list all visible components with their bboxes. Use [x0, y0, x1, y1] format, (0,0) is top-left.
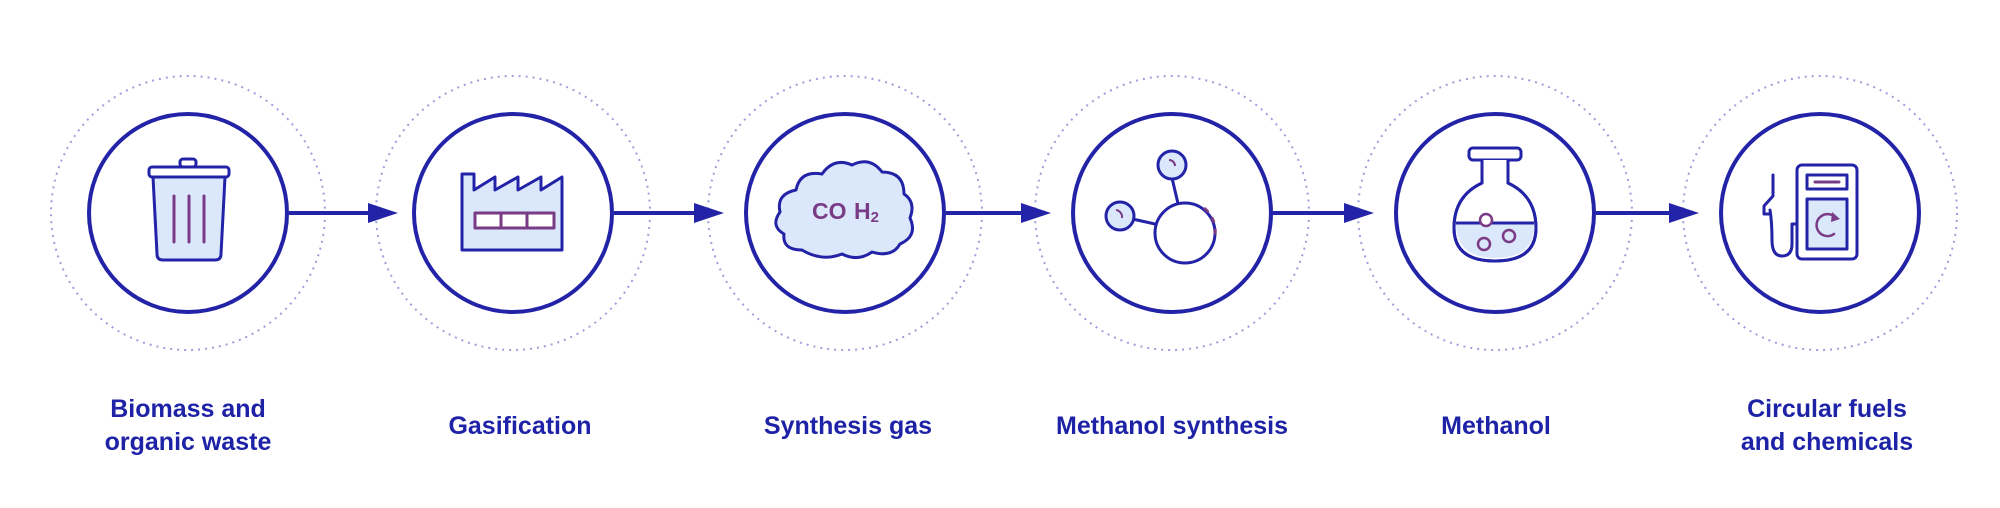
arrow-5	[1596, 203, 1699, 223]
gas-cloud-icon: CO H2	[774, 160, 914, 259]
arrow-4	[1273, 203, 1374, 223]
factory-icon	[460, 172, 564, 252]
label-line: Gasification	[448, 411, 592, 440]
fuel-pump-icon	[1762, 163, 1859, 261]
trash-bin-icon	[147, 157, 231, 262]
connector-arrows	[289, 203, 1699, 223]
arrow-1	[289, 203, 398, 223]
arrowhead-icon	[368, 203, 398, 223]
arrowhead-icon	[1344, 203, 1374, 223]
stage-label-gasification: Gasification	[400, 394, 640, 458]
stage-label-methanol: Methanol	[1376, 394, 1616, 458]
label-line: Biomass and	[110, 395, 266, 423]
label-line: Methanol synthesis	[1056, 411, 1288, 440]
arrowhead-icon	[1021, 203, 1051, 223]
flask-icon	[1452, 146, 1538, 263]
gas-label-h2: H2	[854, 198, 879, 226]
label-line: Circular fuels	[1747, 395, 1907, 423]
arrow-3	[946, 203, 1051, 223]
molecule-icon	[1104, 149, 1217, 265]
arrowhead-icon	[694, 203, 724, 223]
stage-label-circular-fuels: Circular fuels and chemicals	[1707, 394, 1947, 458]
arrow-2	[614, 203, 724, 223]
label-line: Methanol	[1441, 411, 1551, 440]
stage-label-synthesis-gas: Synthesis gas	[728, 394, 968, 458]
halo-ring	[1682, 75, 1958, 351]
stage-label-biomass: Biomass and organic waste	[68, 394, 308, 458]
stage-label-methanol-synthesis: Methanol synthesis	[1052, 394, 1292, 458]
gas-label-co: CO	[812, 198, 847, 224]
label-line: organic waste	[104, 428, 272, 456]
arrowhead-icon	[1669, 203, 1699, 223]
label-line: and chemicals	[1740, 428, 1914, 456]
label-line: Synthesis gas	[763, 411, 933, 440]
